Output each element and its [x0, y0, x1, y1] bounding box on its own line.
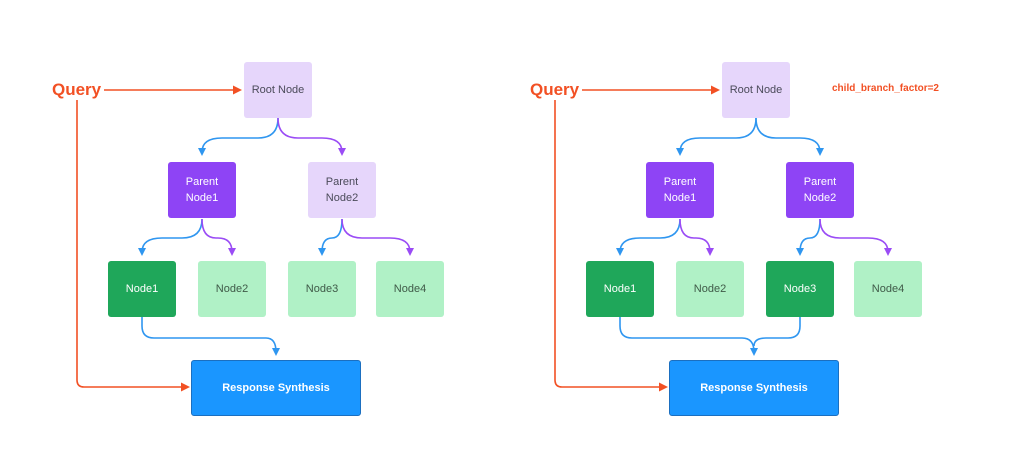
- node3-label: Node3: [305, 283, 339, 295]
- parent-node1-right: Parent Node1: [646, 162, 714, 218]
- parent-node1-label-right: Parent Node1: [663, 176, 697, 204]
- root-to-parent2-arrow: [277, 117, 346, 156]
- node1-label: Node1: [125, 283, 159, 295]
- node1: Node1: [108, 261, 176, 317]
- node3-to-synthesis-arrow-right: [753, 317, 801, 347]
- node4: Node4: [376, 261, 444, 317]
- parent1-to-node1-arrow: [138, 218, 203, 256]
- root-node-label-right: Root Node: [729, 84, 783, 96]
- response-synthesis-node: Response Synthesis: [191, 360, 361, 416]
- right-diagram-connectors: [554, 85, 892, 392]
- parent2-to-node4-arrow-right: [819, 218, 892, 256]
- root-to-parent1-arrow-right: [676, 117, 757, 156]
- query-label: Query: [52, 80, 102, 99]
- query-to-synthesis-arrow-right: [554, 100, 668, 392]
- parent2-to-node3-arrow-right: [796, 218, 821, 256]
- node2-label-right: Node2: [693, 283, 727, 295]
- node2: Node2: [198, 261, 266, 317]
- response-synthesis-label: Response Synthesis: [222, 382, 330, 394]
- left-diagram-connectors: [76, 85, 414, 392]
- parent-node1: Parent Node1: [168, 162, 236, 218]
- query-label-right: Query: [530, 80, 580, 99]
- parent-node2-label: Parent Node2: [325, 176, 359, 204]
- root-node-right: Root Node: [722, 62, 790, 118]
- node1-to-synthesis-arrow: [141, 317, 280, 356]
- response-synthesis-label-right: Response Synthesis: [700, 382, 808, 394]
- node1-right: Node1: [586, 261, 654, 317]
- node1-to-synthesis-arrow-right: [619, 317, 758, 356]
- parent2-to-node4-arrow: [341, 218, 414, 256]
- root-node-label: Root Node: [251, 84, 305, 96]
- parent2-to-node3-arrow: [318, 218, 343, 256]
- node4-right: Node4: [854, 261, 922, 317]
- node4-label: Node4: [393, 283, 427, 295]
- node3-label-right: Node3: [783, 283, 817, 295]
- parent1-to-node2-arrow-right: [679, 218, 714, 256]
- node1-label-right: Node1: [603, 283, 637, 295]
- parent-node2-label-right: Parent Node2: [803, 176, 837, 204]
- query-to-synthesis-arrow: [76, 100, 190, 392]
- root-to-parent1-arrow: [198, 117, 279, 156]
- parent1-to-node2-arrow: [201, 218, 236, 256]
- parent-node2-right: Parent Node2: [786, 162, 854, 218]
- response-synthesis-node-right: Response Synthesis: [669, 360, 839, 416]
- node2-label: Node2: [215, 283, 249, 295]
- root-node: Root Node: [244, 62, 312, 118]
- parent-node1-label: Parent Node1: [185, 176, 219, 204]
- node3: Node3: [288, 261, 356, 317]
- node2-right: Node2: [676, 261, 744, 317]
- root-to-parent2-arrow-right: [755, 117, 824, 156]
- node4-label-right: Node4: [871, 283, 905, 295]
- parent-node2: Parent Node2: [308, 162, 376, 218]
- node3-right: Node3: [766, 261, 834, 317]
- branch-factor-label: child_branch_factor=2: [832, 83, 939, 94]
- parent1-to-node1-arrow-right: [616, 218, 681, 256]
